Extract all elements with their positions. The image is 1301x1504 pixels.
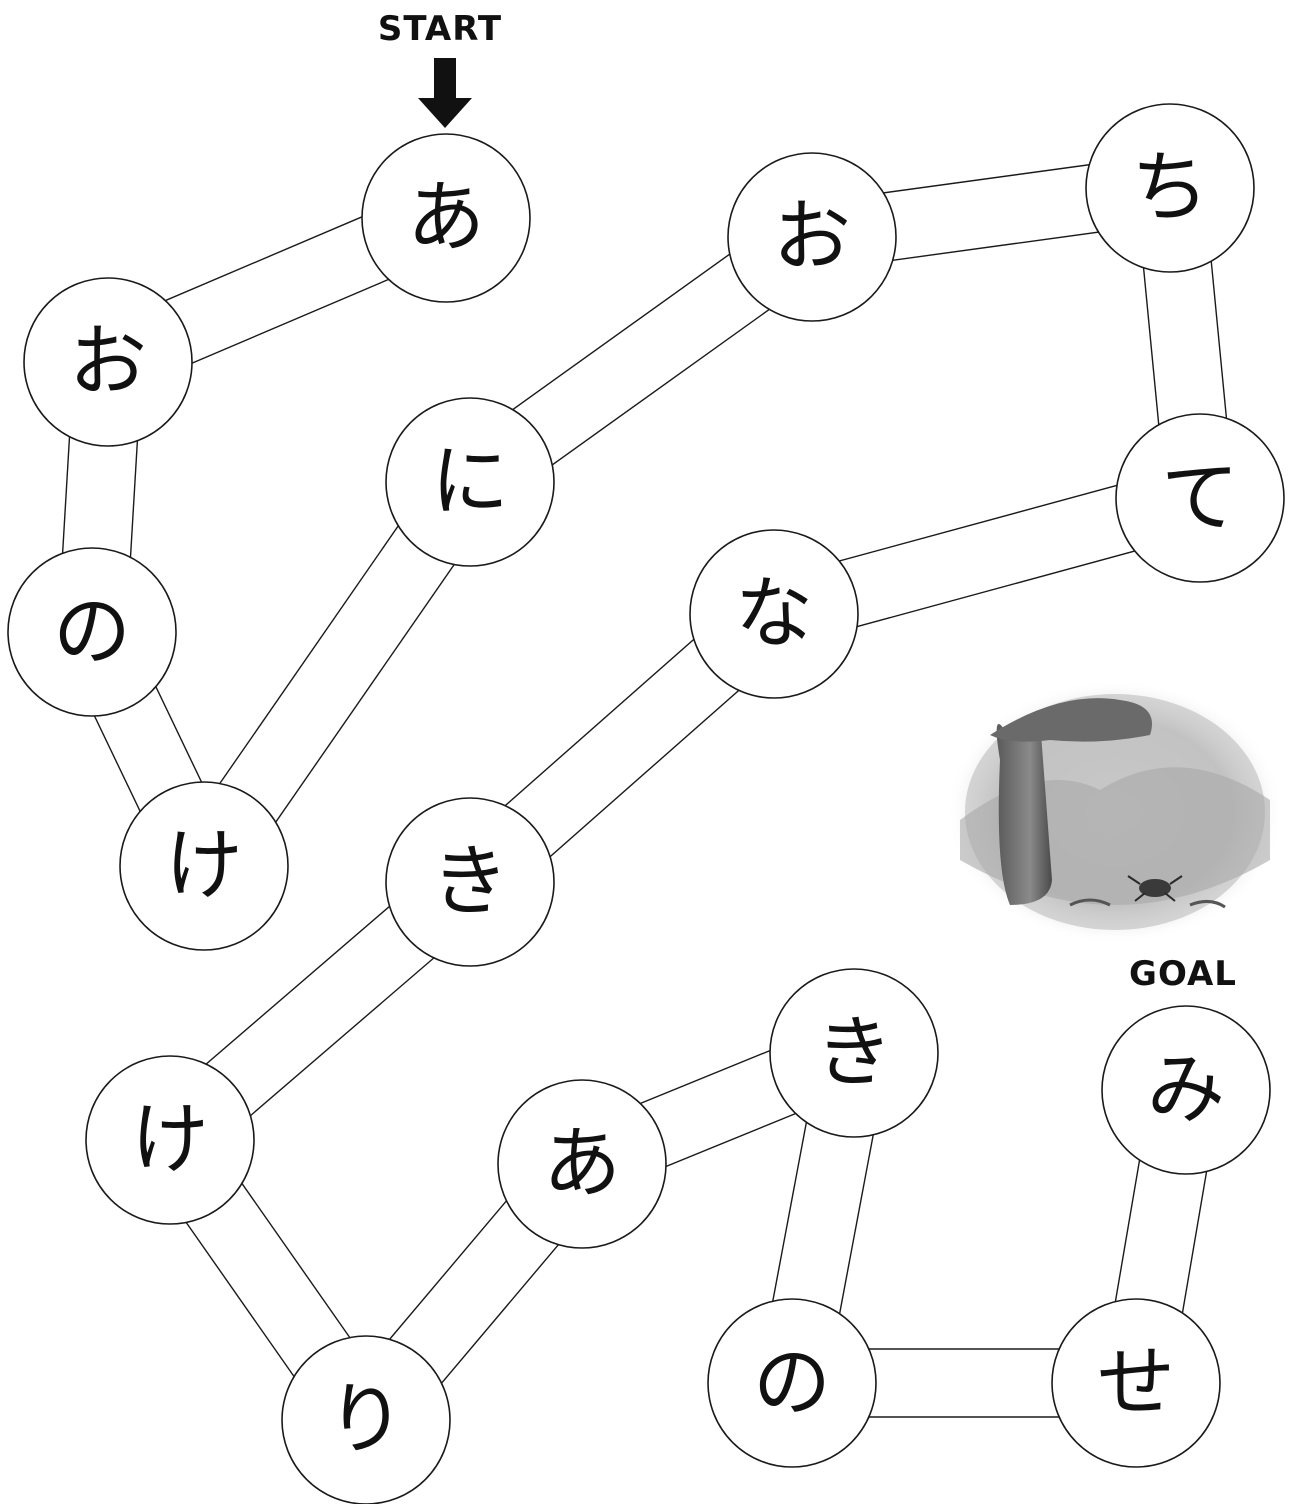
- maze-node-n6[interactable]: ち: [1086, 104, 1254, 272]
- maze-node-char: け: [165, 821, 243, 911]
- maze-node-char: の: [53, 587, 131, 677]
- maze-node-n4[interactable]: に: [386, 398, 554, 566]
- maze-node-n14[interactable]: の: [708, 1299, 876, 1467]
- maze-node-n16[interactable]: み: [1102, 1006, 1270, 1174]
- maze-node-char: お: [773, 192, 851, 282]
- maze-node-char: き: [815, 1008, 893, 1098]
- maze-node-char: な: [735, 569, 813, 659]
- maze-node-n11[interactable]: り: [282, 1336, 450, 1504]
- maze-node-char: の: [753, 1338, 831, 1428]
- maze-node-n13[interactable]: き: [770, 969, 938, 1137]
- start-label: START: [378, 9, 502, 49]
- maze-node-char: あ: [543, 1119, 621, 1209]
- start-arrow-icon: [418, 58, 472, 128]
- maze-node-n10[interactable]: け: [86, 1056, 254, 1224]
- maze-node-char: あ: [407, 173, 485, 263]
- maze-node-n2[interactable]: の: [8, 548, 176, 716]
- maze-node-n3[interactable]: け: [120, 782, 288, 950]
- maze-node-char: ち: [1131, 143, 1209, 233]
- maze-node-char: き: [431, 837, 509, 927]
- maze-node-char: け: [131, 1095, 209, 1185]
- maze-node-char: お: [69, 317, 147, 407]
- maze-node-char: に: [431, 437, 509, 527]
- maze-node-n5[interactable]: お: [728, 153, 896, 321]
- maze-node-char: て: [1161, 453, 1239, 543]
- goal-illustration: [947, 680, 1283, 944]
- maze-node-char: み: [1147, 1045, 1225, 1135]
- maze-node-char: せ: [1097, 1338, 1175, 1428]
- maze-node-n8[interactable]: な: [690, 530, 858, 698]
- maze-node-n15[interactable]: せ: [1052, 1299, 1220, 1467]
- maze-node-n9[interactable]: き: [386, 798, 554, 966]
- maze-node-char: り: [327, 1375, 405, 1465]
- maze-node-n12[interactable]: あ: [498, 1080, 666, 1248]
- maze-node-n0[interactable]: あ: [362, 134, 530, 302]
- maze-node-n7[interactable]: て: [1116, 414, 1284, 582]
- goal-label: GOAL: [1129, 954, 1237, 994]
- maze-node-n1[interactable]: お: [24, 278, 192, 446]
